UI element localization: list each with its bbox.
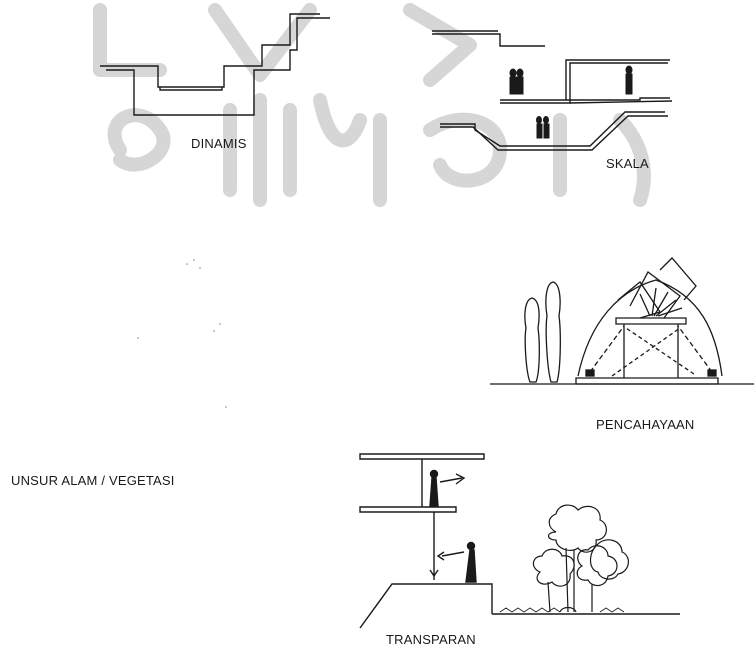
scan-noise	[137, 259, 227, 408]
human-silhouette	[546, 282, 560, 382]
label-unsur-alam: UNSUR ALAM / VEGETASI	[11, 473, 175, 488]
label-dinamis: DINAMIS	[191, 136, 247, 151]
watermark-logo	[100, 10, 644, 200]
label-skala: SKALA	[606, 156, 649, 171]
human-silhouette	[525, 298, 539, 382]
transparan-section	[360, 454, 680, 628]
human-figure	[430, 478, 438, 506]
pencahayaan-section	[490, 258, 754, 384]
label-transparan: TRANSPARAN	[386, 632, 476, 647]
vegetation-trees	[533, 505, 628, 612]
human-figure	[466, 550, 476, 582]
label-pencahayaan: PENCAHAYAAN	[596, 417, 695, 432]
